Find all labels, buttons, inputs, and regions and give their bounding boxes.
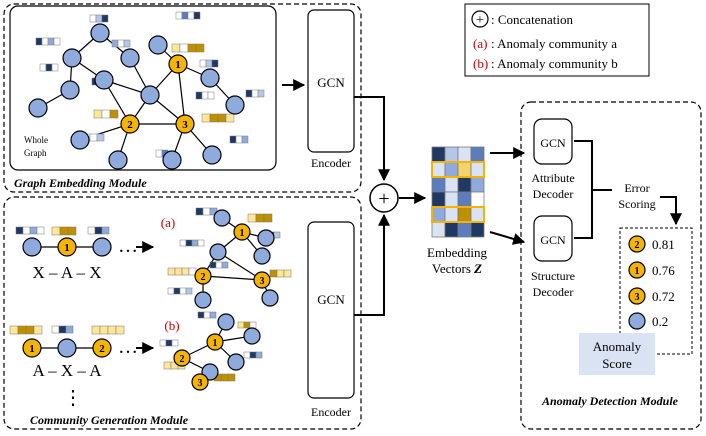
- score-value-1: 0.81: [652, 237, 675, 252]
- legend-b-key: (b): [473, 56, 488, 71]
- error-scoring-line1: Error: [624, 181, 649, 195]
- embedding-symbol: Z: [473, 261, 482, 276]
- pattern-a-ellipsis: …: [118, 235, 138, 257]
- score-value-3: 0.72: [652, 289, 675, 304]
- score-badge-2: [628, 261, 646, 279]
- graph-embedding-module-title: Graph Embedding Module: [14, 176, 147, 190]
- score-value-4: 0.2: [652, 314, 668, 329]
- anomaly-node-1-label: 1: [175, 59, 181, 71]
- embedding-label-line2: Vectors Z: [432, 261, 482, 276]
- community-a-node-2: 2: [201, 272, 206, 283]
- score-row-2: 1 0.76: [628, 261, 675, 279]
- anomaly-score-box: [579, 333, 655, 375]
- score-row-4: 0.2: [628, 312, 668, 330]
- community-b-node-1: 1: [213, 338, 218, 349]
- pattern-b-text: A – X – A: [33, 361, 103, 380]
- structure-decoder-line2: Decoder: [533, 285, 574, 299]
- graph-encoder-label: Encoder: [311, 156, 351, 170]
- community-encoder-gcn-box: [307, 221, 355, 399]
- error-to-scores-arrow: [660, 196, 682, 226]
- community-a-graph: [167, 207, 292, 309]
- attribute-decoder-gcn-box: [533, 118, 573, 165]
- pattern-a-node-label: 1: [64, 242, 70, 254]
- community-a-node-1: 1: [240, 228, 245, 239]
- whole-graph-label-line2: Graph: [24, 148, 47, 158]
- pattern-b-chain: [9, 325, 125, 358]
- graph-encoder-gcn-box: [307, 9, 355, 153]
- score-value-2: 0.76: [652, 263, 675, 278]
- community-b-node-2: 2: [180, 354, 185, 365]
- graph-encoder-gcn-label: GCN: [317, 75, 345, 90]
- embedding-to-structure-arrow: [489, 231, 526, 245]
- legend-a-key: (a): [473, 36, 487, 51]
- concat-legend-icon: [471, 10, 489, 28]
- score-row-3: 3 0.72: [628, 287, 675, 305]
- score-badge-4: [628, 312, 646, 330]
- embedding-row-highlight-2: [431, 206, 485, 223]
- tag-a: (a): [161, 215, 175, 230]
- whole-graph-anomaly-nodes: [120, 54, 195, 134]
- community-b-node-3: 3: [198, 378, 203, 389]
- embedding-row-highlight-1: [431, 161, 485, 178]
- concat-legend-symbol: +: [476, 13, 484, 28]
- error-scoring-line2: Scoring: [618, 197, 655, 211]
- score-row-1: 2 0.81: [628, 235, 675, 253]
- whole-graph-nodes: [28, 23, 245, 170]
- score-badge-1-label: 2: [635, 240, 640, 251]
- anomaly-node-2-label: 2: [127, 119, 133, 131]
- pattern-b-node-2: 2: [99, 343, 105, 355]
- attribute-decoder-gcn-label: GCN: [540, 136, 566, 150]
- score-badge-2-label: 1: [635, 266, 640, 277]
- pattern-a-chain: [15, 226, 112, 257]
- pattern-b-ellipsis: …: [118, 336, 138, 358]
- community-encoder-label: Encoder: [311, 405, 351, 419]
- structure-decoder-line1: Structure: [531, 269, 575, 283]
- concat-operator-symbol: +: [378, 188, 389, 210]
- anomaly-score-line1: Anomaly: [593, 339, 642, 354]
- decoders-merge-bracket: [574, 140, 612, 239]
- whole-graph-label-line1: Whole: [24, 135, 48, 145]
- community-generation-module-title: Community Generation Module: [30, 413, 189, 427]
- structure-decoder-gcn-label: GCN: [540, 233, 566, 247]
- legend-box: [464, 3, 650, 77]
- score-list-box: [619, 227, 693, 355]
- structure-decoder-gcn-box: [533, 215, 573, 262]
- community-a-node-3: 3: [260, 276, 265, 287]
- tag-b: (b): [164, 318, 179, 333]
- community-encoder-gcn-label: GCN: [317, 292, 345, 307]
- score-badge-3-label: 3: [635, 292, 640, 303]
- community-b-graph: [159, 311, 263, 391]
- legend-b-label: : Anomaly community b: [491, 56, 618, 71]
- anomaly-score-line2: Score: [602, 356, 632, 371]
- pattern-a-text: X – A – X: [33, 263, 102, 282]
- anomaly-detection-module-box: [520, 101, 702, 430]
- concat-operator-icon: [369, 183, 399, 213]
- score-badge-3: [628, 287, 646, 305]
- score-badge-1: [628, 235, 646, 253]
- embedding-matrix: [431, 146, 485, 238]
- embedding-label-line1: Embedding: [427, 245, 487, 260]
- graph-encoder-to-concat-arrow: [354, 96, 390, 182]
- attribute-decoder-line1: Attribute: [531, 171, 574, 185]
- whole-graph-panel: [9, 5, 277, 171]
- anomaly-node-3-label: 3: [182, 119, 188, 131]
- concat-legend-label: : Concatenation: [491, 12, 573, 27]
- embedding-vectors-word: Vectors: [432, 261, 471, 276]
- anomaly-detection-module-title: Anomaly Detection Module: [541, 394, 679, 408]
- attribute-decoder-line2: Decoder: [533, 187, 574, 201]
- community-generation-module-box: [3, 196, 362, 430]
- legend-a-label: : Anomaly community a: [491, 36, 617, 51]
- community-encoder-to-concat-arrow: [354, 213, 390, 316]
- vertical-ellipsis: ⋮: [63, 387, 83, 409]
- pattern-b-node-1: 1: [29, 343, 35, 355]
